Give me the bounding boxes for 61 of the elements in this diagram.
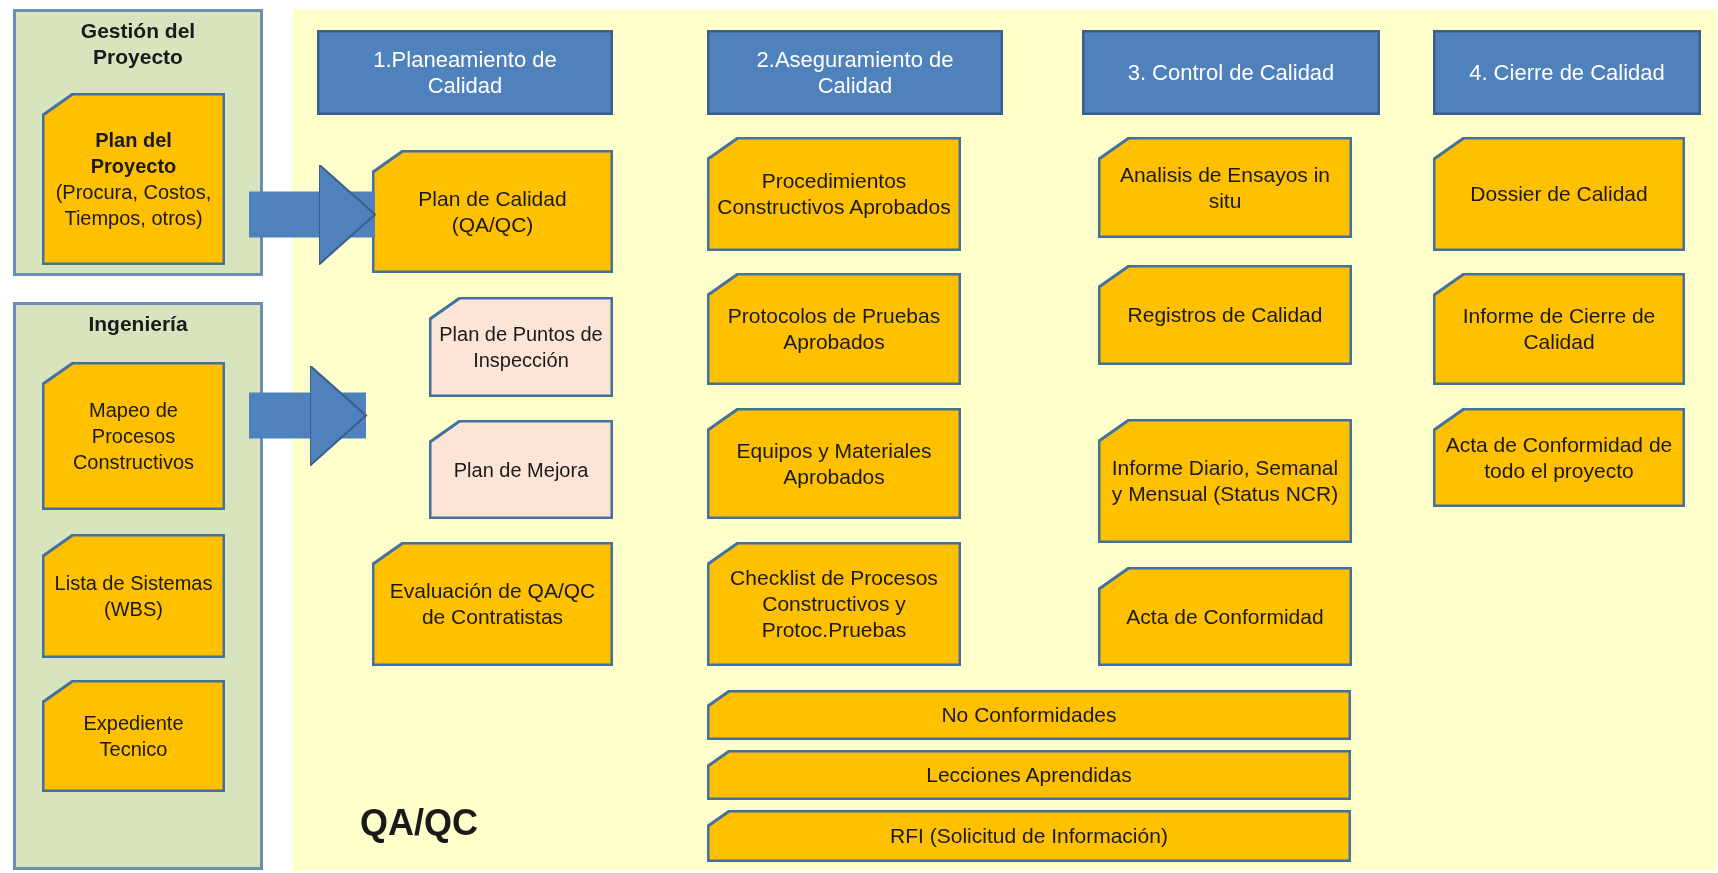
- phase-header: [707, 30, 1003, 115]
- card-text: Plan de Calidad (QA/QC): [417, 185, 568, 238]
- document-card: [42, 362, 225, 510]
- card-text: Acta de Conformidad de todo el proyecto: [1444, 431, 1674, 484]
- card-text: Evaluación de QA/QC de Contratistas: [388, 578, 597, 630]
- document-card: [1433, 137, 1685, 251]
- document-card: [372, 150, 613, 273]
- card-text: Plan del Proyecto: [89, 128, 178, 179]
- phase-header: [1082, 30, 1380, 115]
- card-text: Mapeo de Procesos Constructivos: [71, 398, 196, 475]
- document-card: [707, 542, 961, 666]
- group-panel: [13, 302, 263, 870]
- card-text: Procedimientos Constructivos Aprobados: [716, 168, 952, 220]
- document-bar: [707, 750, 1351, 800]
- document-card: [707, 137, 961, 251]
- document-card: [1098, 419, 1352, 543]
- document-card: [42, 93, 225, 265]
- document-card: [372, 542, 613, 666]
- document-card: [1098, 137, 1352, 238]
- card-text: Lecciones Aprendidas: [925, 762, 1133, 788]
- card-text: Registros de Calidad: [1126, 302, 1324, 328]
- card-text: No Conformidades: [940, 702, 1118, 728]
- card-text: Plan de Puntos de Inspección: [438, 322, 604, 373]
- card-text: Lista de Sistemas (WBS): [53, 571, 214, 622]
- block-arrow: [249, 364, 367, 467]
- card-text: Equipos y Materiales Aprobados: [735, 437, 933, 490]
- document-card: [1098, 567, 1352, 666]
- card-text: RFI (Solicitud de Información): [889, 823, 1169, 849]
- document-card: [1433, 273, 1685, 385]
- card-text: Analisis de Ensayos in situ: [1118, 161, 1332, 214]
- card-text: Expediente Tecnico: [82, 711, 185, 762]
- group-panel: [13, 9, 263, 276]
- panel-title: QA/QC: [359, 803, 479, 843]
- document-card: [707, 273, 961, 385]
- document-bar: [707, 810, 1351, 862]
- document-card: [429, 420, 613, 519]
- phase-header: [1433, 30, 1701, 115]
- header-text: 3. Control de Calidad: [1126, 59, 1336, 86]
- phase-header: [317, 30, 613, 115]
- card-text: Informe de Cierre de Calidad: [1461, 303, 1657, 355]
- header-text: 1.Planeamiento de Calidad: [372, 46, 558, 99]
- card-text: (Procura, Costos, Tiempos, otros): [54, 180, 213, 231]
- card-text: Checklist de Procesos Constructivos y Protoc.Pruebas: [729, 565, 939, 643]
- document-card: [42, 534, 225, 658]
- card-text: Dossier de Calidad: [1469, 181, 1649, 207]
- card-text: Plan de Mejora: [452, 457, 590, 483]
- panel-title: Gestión del Proyecto: [79, 18, 197, 70]
- document-card: [429, 297, 613, 397]
- card-text: Protocolos de Pruebas Aprobados: [726, 303, 942, 355]
- document-bar: [707, 690, 1351, 740]
- document-card: [707, 408, 961, 519]
- panel-title: Ingeniería: [87, 311, 189, 337]
- card-text: Acta de Conformidad: [1125, 603, 1325, 630]
- document-card: [42, 680, 225, 792]
- header-text: 2.Aseguramiento de Calidad: [755, 46, 955, 99]
- document-card: [1098, 265, 1352, 365]
- header-text: 4. Cierre de Calidad: [1468, 59, 1666, 86]
- document-card: [1433, 408, 1685, 507]
- group-panel: [292, 9, 1716, 871]
- card-text: Informe Diario, Semanal y Mensual (Status NCR): [1110, 455, 1340, 507]
- block-arrow: [249, 163, 376, 266]
